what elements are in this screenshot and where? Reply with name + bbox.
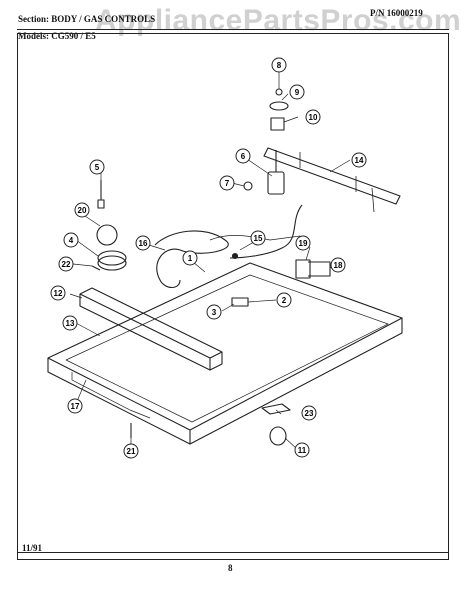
gas-tube xyxy=(229,204,303,259)
svg-text:12: 12 xyxy=(54,289,63,298)
callout-labels: 1 2 3 4 5 6 7 8 9 10 11 12 13 14 15 16 1… xyxy=(50,57,367,459)
igniter-base xyxy=(97,255,127,271)
svg-text:4: 4 xyxy=(69,236,74,245)
svg-text:13: 13 xyxy=(66,319,75,328)
callout-22: 22 xyxy=(58,256,74,272)
switch-part xyxy=(295,259,311,279)
models-value: CG590 / E5 xyxy=(51,31,96,41)
svg-text:5: 5 xyxy=(95,163,100,172)
svg-text:6: 6 xyxy=(241,152,246,161)
tube-fitting xyxy=(231,252,239,260)
svg-text:3: 3 xyxy=(212,308,217,317)
screw xyxy=(91,265,101,271)
svg-text:19: 19 xyxy=(299,239,308,248)
valve-clip xyxy=(231,297,249,307)
callout-3: 3 xyxy=(206,304,222,320)
callout-4: 4 xyxy=(63,232,79,248)
cross-member-end xyxy=(209,352,223,371)
callout-2: 2 xyxy=(276,292,292,308)
knob-washer xyxy=(269,101,289,111)
page-number: 8 xyxy=(228,563,233,573)
svg-text:18: 18 xyxy=(334,261,343,270)
callout-18: 18 xyxy=(330,257,346,273)
watermark-text: AppliancePartsPros.com xyxy=(95,4,462,37)
manifold-tabs xyxy=(299,152,375,213)
svg-text:22: 22 xyxy=(62,260,71,269)
valve-bracket xyxy=(270,117,285,131)
callout-19: 19 xyxy=(295,235,311,251)
svg-text:21: 21 xyxy=(127,447,136,456)
probe-tip xyxy=(97,199,105,209)
gasket-ring xyxy=(96,224,118,246)
callout-16: 16 xyxy=(135,235,151,251)
footer-date: 11/91 xyxy=(22,543,43,553)
wire-lead xyxy=(209,235,301,241)
svg-text:10: 10 xyxy=(309,113,318,122)
body-tray-front xyxy=(47,358,191,445)
svg-text:16: 16 xyxy=(139,239,148,248)
section-value: BODY / GAS CONTROLS xyxy=(51,14,156,24)
svg-text:7: 7 xyxy=(225,179,230,188)
body-tray-side xyxy=(189,318,403,445)
header-divider xyxy=(17,29,449,30)
svg-text:1: 1 xyxy=(188,254,193,263)
svg-text:2: 2 xyxy=(282,296,287,305)
callout-11: 11 xyxy=(294,442,310,458)
svg-text:11: 11 xyxy=(298,446,307,455)
nut xyxy=(243,181,253,191)
callout-23: 23 xyxy=(301,405,317,421)
body-tray-top xyxy=(47,262,403,431)
section-label: Section: xyxy=(18,14,49,24)
svg-text:9: 9 xyxy=(295,88,300,97)
drawing xyxy=(47,71,403,449)
body-tray-inner xyxy=(65,274,389,423)
callout-5: 5 xyxy=(89,159,105,175)
part-number: P/N 16000219 xyxy=(370,8,423,18)
cross-member xyxy=(79,287,223,359)
igniter-body xyxy=(97,250,127,266)
cross-member-face xyxy=(79,294,211,371)
svg-text:17: 17 xyxy=(71,402,80,411)
models-label: Models: xyxy=(18,31,49,41)
callout-6: 6 xyxy=(235,148,251,164)
footer-divider xyxy=(17,552,449,553)
plate-part xyxy=(261,403,291,415)
callout-7: 7 xyxy=(219,175,235,191)
bracket-part xyxy=(308,261,331,277)
svg-text:8: 8 xyxy=(277,61,282,70)
callout-8: 8 xyxy=(271,57,287,73)
callout-14: 14 xyxy=(351,152,367,168)
callout-13: 13 xyxy=(62,315,78,331)
svg-text:20: 20 xyxy=(78,206,87,215)
svg-text:14: 14 xyxy=(355,156,364,165)
diagram-frame xyxy=(17,33,449,560)
callout-12: 12 xyxy=(50,285,66,301)
models-header: Models: CG590 / E5 xyxy=(18,31,96,41)
callout-17: 17 xyxy=(67,398,83,414)
callout-20: 20 xyxy=(74,202,90,218)
callout-9: 9 xyxy=(289,84,305,100)
callout-21: 21 xyxy=(123,443,139,459)
callout-10: 10 xyxy=(305,109,321,125)
knob-screw xyxy=(275,88,283,96)
callout-1: 1 xyxy=(182,250,198,266)
callout-15: 15 xyxy=(250,230,266,246)
svg-text:23: 23 xyxy=(305,409,314,418)
body-tray-lip xyxy=(71,372,151,419)
section-header: Section: BODY / GAS CONTROLS xyxy=(18,14,155,24)
bushing-part xyxy=(269,426,287,446)
wire-harness xyxy=(154,230,229,289)
svg-text:15: 15 xyxy=(254,234,263,243)
